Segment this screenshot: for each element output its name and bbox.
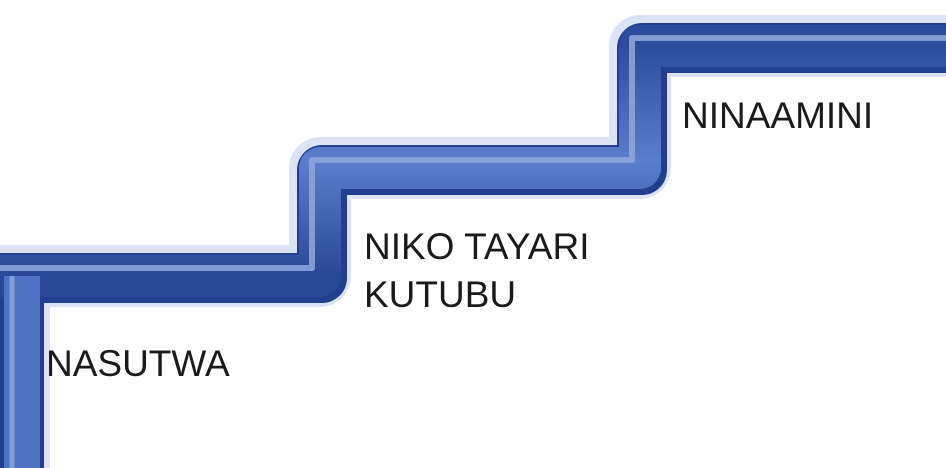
step-label-niko-tayari-kutubu: NIKO TAYARI KUTUBU xyxy=(364,223,589,319)
step-label-line: NIKO TAYARI xyxy=(364,226,590,267)
step-label-nasutwa: NASUTWA xyxy=(46,340,230,388)
step-label-line: NINAAMINI xyxy=(682,95,874,136)
stair-highlight-path xyxy=(0,35,946,271)
stair-body-path xyxy=(0,25,946,297)
step-label-line: KUTUBU xyxy=(364,274,517,315)
step-label-ninaamini: NINAAMINI xyxy=(682,92,873,140)
step-label-line: NASUTWA xyxy=(46,343,230,384)
